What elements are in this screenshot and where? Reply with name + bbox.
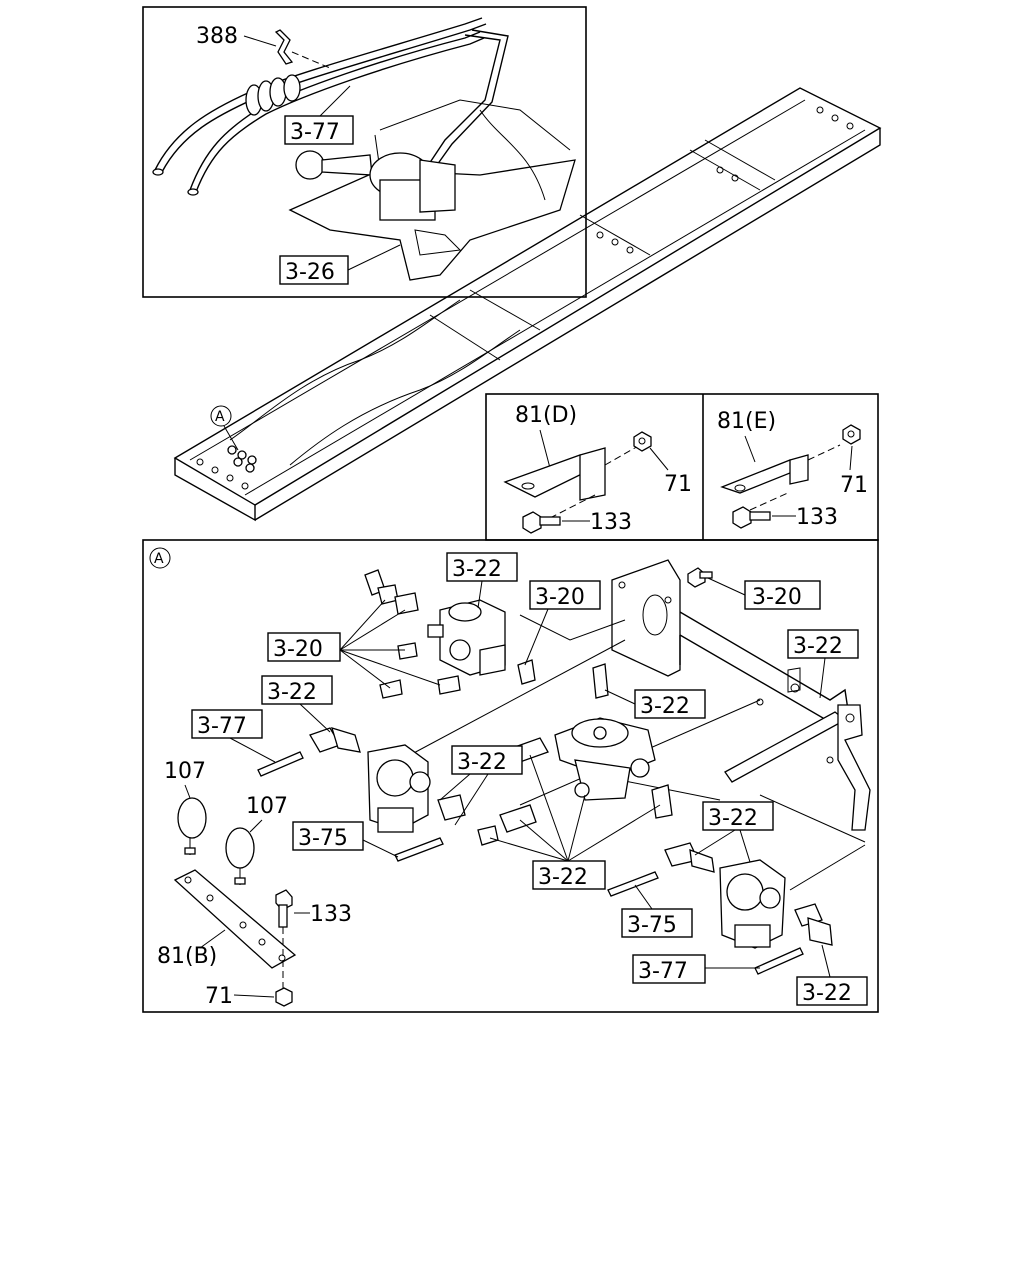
cable-assembly — [152, 17, 509, 196]
label-3-77-top: 3-77 — [290, 120, 340, 145]
callout-3-20-left: 3-20 — [267, 599, 441, 689]
marker-a-frame: A — [210, 405, 239, 451]
label-81d: 81(D) — [515, 403, 577, 428]
callout-71-b: 71 — [205, 984, 275, 1009]
bolt-133-e — [732, 506, 771, 529]
bracket-81b — [173, 869, 297, 969]
label-107-a: 107 — [164, 759, 206, 784]
callout-133: 133 — [294, 902, 352, 927]
label-3-20-left: 3-20 — [273, 637, 323, 662]
relay-valve-top — [427, 599, 506, 676]
bracket-81e: 81(E) 71 133 — [717, 409, 868, 530]
callout-3-22-top: 3-22 — [446, 552, 518, 609]
callout-3-22-center: 3-22 — [439, 745, 523, 826]
label-71-d: 71 — [664, 472, 692, 497]
label-3-22-mid: 3-22 — [640, 694, 690, 719]
callout-81b: 81(B) — [157, 929, 226, 969]
label-3-22-top: 3-22 — [452, 557, 502, 582]
frame-holes — [196, 106, 854, 490]
callout-107-b: 107 — [246, 794, 288, 833]
callout-3-20-right: 3-20 — [687, 567, 821, 610]
relay-valve-center — [554, 663, 656, 801]
callout-107-a: 107 — [164, 759, 206, 799]
valve-cluster-small — [227, 445, 257, 473]
fittings-3-20-group — [364, 569, 536, 699]
callout-3-75-left: 3-75 — [292, 821, 399, 858]
detail-a-frame — [142, 539, 879, 1013]
mounting-plate — [611, 559, 871, 831]
top-inset-frame — [142, 6, 587, 298]
callout-3-26: 3-26 — [279, 244, 401, 285]
label-3-77-right: 3-77 — [638, 959, 688, 984]
label-71-e: 71 — [840, 473, 868, 498]
bracket-81d: 81(D) 71 133 — [503, 403, 692, 535]
relay-valve-bottom-right — [664, 842, 833, 949]
clamp-107-a — [177, 797, 207, 855]
label-133-b: 133 — [310, 902, 352, 927]
label-71-b: 71 — [205, 984, 233, 1009]
callout-3-77-left: 3-77 — [191, 709, 276, 763]
label-3-22-br-bottom: 3-22 — [802, 981, 852, 1006]
relay-valve-left — [309, 727, 466, 833]
bolt-133-d — [522, 511, 561, 534]
label-81b: 81(B) — [157, 944, 217, 969]
label-marker-a: A — [215, 409, 225, 425]
callout-3-22-br-bottom: 3-22 — [796, 944, 868, 1006]
callout-3-22-br-top: 3-22 — [694, 801, 774, 863]
callout-388: 388 — [196, 24, 331, 69]
loose-fittings — [477, 737, 673, 846]
label-3-22-right: 3-22 — [793, 634, 843, 659]
label-3-77-left: 3-77 — [197, 714, 247, 739]
nut-71-e — [842, 424, 861, 445]
callout-3-77-top: 3-77 — [284, 85, 354, 145]
nut-71-b — [275, 987, 293, 1007]
shift-lever-unit — [288, 99, 576, 281]
nut-71-d — [633, 431, 652, 452]
callout-3-22-left: 3-22 — [261, 675, 333, 733]
label-3-75-right: 3-75 — [627, 913, 677, 938]
callout-3-22-mid: 3-22 — [604, 689, 706, 719]
label-3-22-left: 3-22 — [267, 680, 317, 705]
label-3-22-br-top: 3-22 — [708, 806, 758, 831]
clamp-107-b — [225, 827, 255, 885]
label-81e: 81(E) — [717, 409, 776, 434]
label-3-20-a: 3-20 — [535, 585, 585, 610]
label-3-20-right: 3-20 — [752, 585, 802, 610]
callout-3-75-right: 3-75 — [621, 884, 693, 938]
callout-3-22-right: 3-22 — [787, 629, 859, 699]
chassis-frame — [173, 87, 882, 522]
label-133-e: 133 — [796, 505, 838, 530]
label-detail-a: A — [154, 551, 164, 567]
label-3-26: 3-26 — [285, 260, 335, 285]
label-3-75-left: 3-75 — [298, 826, 348, 851]
label-388: 388 — [196, 24, 238, 49]
label-107-b: 107 — [246, 794, 288, 819]
pipes — [257, 751, 804, 975]
callout-3-20-a: 3-20 — [524, 580, 601, 666]
label-3-22-bottom-mid: 3-22 — [538, 865, 588, 890]
bolt-133-b — [275, 889, 293, 990]
label-3-22-center: 3-22 — [457, 750, 507, 775]
label-133-d: 133 — [590, 510, 632, 535]
callout-3-22-bottom-mid: 3-22 — [489, 754, 661, 890]
callout-3-77-right: 3-77 — [632, 954, 760, 984]
detail-a-marker: A — [149, 547, 171, 569]
